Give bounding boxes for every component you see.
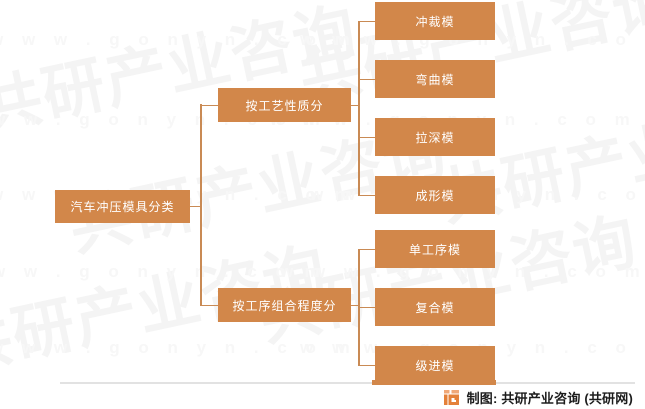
node-branch-process-nature[interactable]: 按工艺性质分 [218,88,351,122]
connector-branch2-trunk-down [358,304,360,365]
connector-branch1-stub [200,104,219,107]
connector-branch1-trunk-up [358,21,360,105]
footer-accent-bar [372,380,496,385]
node-leaf-single-process-die[interactable]: 单工序模 [375,230,495,268]
connector-branch1-out [351,104,359,107]
credit-text: 制图: 共研产业咨询 (共研网) [466,391,633,406]
connector-leaf1 [358,20,376,23]
connector-branch2-stub [200,304,219,307]
connector-leaf5 [358,248,376,251]
credit-block: 制图: 共研产业咨询 (共研网) [443,388,633,407]
connector-branch1-trunk-down [358,104,360,195]
footer: 制图: 共研产业咨询 (共研网) [0,376,645,409]
node-leaf-blanking-die[interactable]: 冲裁模 [375,2,495,40]
node-leaf-forming-die[interactable]: 成形模 [375,176,495,214]
connector-leaf7 [358,364,376,367]
connector-leaf4 [358,194,376,197]
connector-leaf3 [358,136,376,139]
node-leaf-drawing-die[interactable]: 拉深模 [375,118,495,156]
node-leaf-progressive-die[interactable]: 级进模 [375,346,495,384]
connector-root-stub [190,205,201,208]
node-root[interactable]: 汽车冲压模具分类 [55,190,190,223]
footer-divider [60,382,635,384]
connector-branch2-trunk-up [358,249,360,305]
connector-leaf2 [358,78,376,81]
connector-root-trunk-up [200,104,202,207]
node-leaf-compound-die[interactable]: 复合模 [375,288,495,326]
node-branch-process-combination[interactable]: 按工序组合程度分 [218,288,351,322]
connector-branch2-out [351,304,359,307]
connector-root-trunk-down [200,205,202,305]
connector-leaf6 [358,306,376,309]
node-leaf-bending-die[interactable]: 弯曲模 [375,60,495,98]
gonyn-logo-icon [443,389,460,406]
